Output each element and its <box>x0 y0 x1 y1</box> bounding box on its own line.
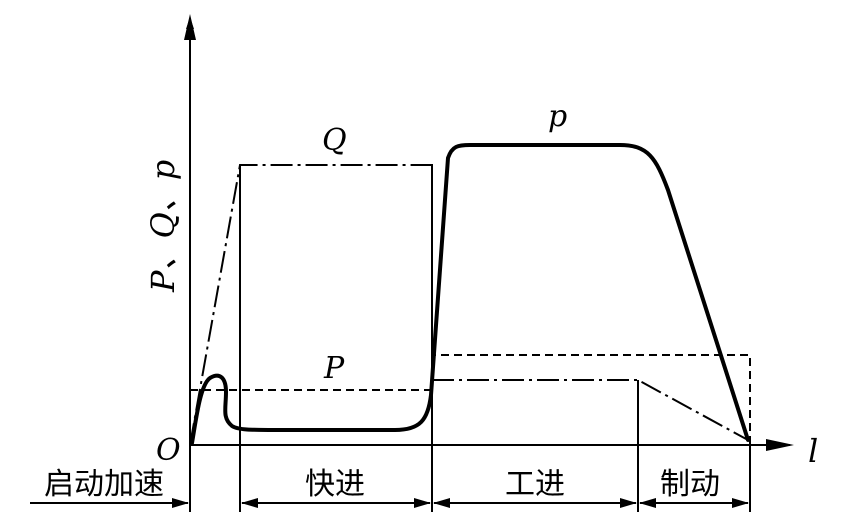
phase-arrowhead-3-right-icon <box>620 498 637 508</box>
curve-q-flow-workfeed <box>432 379 749 441</box>
x-axis-arrow-icon <box>766 439 794 451</box>
phase-arrowhead-3-left-icon <box>433 498 450 508</box>
phase-label-work-feed: 工进 <box>505 467 565 502</box>
y-axis-arrow-icon <box>184 14 196 40</box>
curve-q-label: Q <box>322 123 347 158</box>
phase-arrowhead-1-icon <box>172 498 189 508</box>
curve-P-power <box>190 354 751 440</box>
origin-label: O <box>156 433 181 468</box>
phase-arrowhead-4-left-icon <box>639 498 656 508</box>
curve-P-power-label: P <box>323 351 345 386</box>
phase-arrowhead-2-right-icon <box>414 498 431 508</box>
phase-label-startup: 启动加速 <box>44 467 164 502</box>
phase-arrowhead-4-right-icon <box>732 498 749 508</box>
x-axis-label: l <box>808 432 818 470</box>
phase-arrowhead-2-left-icon <box>241 498 258 508</box>
phase-label-braking: 制动 <box>660 467 720 502</box>
y-axis-label: P、Q、p <box>144 160 182 293</box>
curve-p-pressure <box>190 143 750 445</box>
curve-p-pressure-label: p <box>548 99 567 134</box>
phase-label-fast-forward: 快进 <box>305 467 365 502</box>
